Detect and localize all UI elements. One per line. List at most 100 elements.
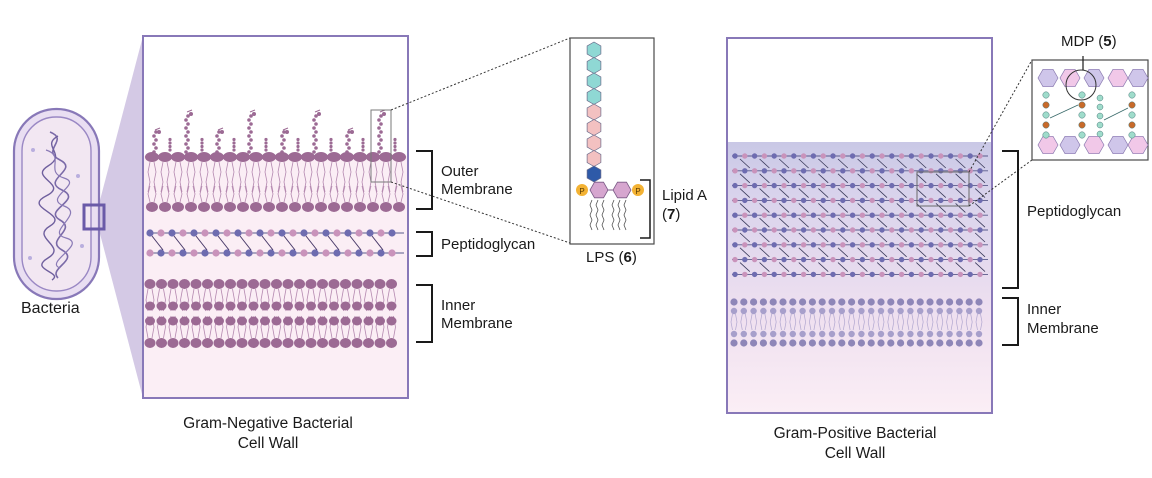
glycan-unit [840,256,846,263]
glycan-unit [732,197,738,204]
peptide-crosslink [371,235,384,251]
peptide-crosslink [837,188,849,198]
lipid-head [906,298,915,306]
glycan-unit [146,249,154,257]
glycan-unit [908,153,915,159]
lps-dot [317,112,321,116]
lipid-head [946,330,953,338]
lipid-head [363,316,374,326]
glycan-unit [201,249,209,257]
lps-dot [184,118,188,122]
lps-dot [285,130,289,134]
glycan-unit [977,242,983,248]
peptide-crosslink [739,262,751,272]
mdp-structure [1037,68,1149,155]
lps-dot [247,118,251,122]
peptide-crosslink [876,158,888,169]
lipid-head [965,298,973,306]
glycan-unit [771,256,777,263]
glycan-unit [898,212,905,218]
lipid-head [341,202,353,212]
lipid-head [906,339,915,347]
lipid-tail [166,185,170,203]
glycan-unit [967,197,973,204]
peptide-crosslink [857,203,868,213]
glycan-unit [947,212,954,218]
lipid-head [769,298,777,306]
peptide-residue [1042,121,1050,129]
peptide-crosslink [916,232,927,243]
lipid-tail [205,161,209,193]
peptide-crosslink [896,158,907,169]
lipid-head [789,307,796,315]
glycan-unit [388,249,396,257]
peptide-crosslink [876,203,888,213]
glycan-unit [849,182,856,189]
sugar-unit [586,41,602,59]
glycan-unit [179,249,187,257]
glycan-unit [889,256,895,263]
lipid-head [966,330,973,338]
acyl-chain [595,199,599,231]
crossbridge [1049,104,1079,119]
peptide-crosslink [955,188,966,198]
lipid-head [214,301,224,311]
glycan-unit [751,153,758,159]
glycan-unit [840,182,846,189]
lipid-head [926,307,934,315]
glycan-unit [781,242,787,248]
lps-dot [232,137,236,142]
glycan-unit [967,256,973,263]
lipid-head [916,339,924,347]
glycan-unit [977,153,983,159]
glycan-unit [928,168,934,174]
peptide-crosslink [818,188,829,198]
glycan-unit [820,153,826,159]
lps-dot [186,114,190,118]
peptide-crosslink [778,173,790,184]
glycan-unit [791,182,797,189]
lipid-head [328,338,340,348]
peptide-crosslink [837,247,849,258]
lipid-head [956,330,963,338]
lipid-head [363,279,374,289]
lipid-head [179,301,190,311]
glycan-unit [751,182,758,189]
glycan-unit [830,271,836,278]
lipid-head [779,339,787,347]
lipid-tail [355,161,359,193]
lps-dot [377,134,381,138]
lipid-head [730,339,738,347]
peptide-crosslink [305,235,318,251]
lipid-tail [813,313,816,331]
lipid-head [340,301,351,311]
lipid-tail [387,161,391,193]
peptide-crosslink [837,173,849,184]
lps-dot [184,134,188,138]
glycan-unit [977,227,983,233]
peptide-residue [1042,131,1050,139]
lps-dot [296,148,300,152]
peptide-crosslink [837,203,849,213]
glycan-unit [810,212,817,218]
lps-dot [264,144,268,149]
lipid-head [936,298,944,306]
peptide-crosslink [876,173,888,184]
lipid-head [340,279,351,289]
lps-dot [312,142,316,146]
mdp-sugar [1037,68,1059,88]
glycan-unit [781,197,787,204]
peptidoglycan-layer [146,229,404,257]
lipid-head [858,330,865,338]
lipid-head [975,330,983,338]
glycan-unit [355,229,363,237]
peptide-crosslink [857,247,868,258]
glycan-unit [928,256,934,263]
peptide-crosslink [818,158,829,169]
lipid-head [887,339,895,347]
glycan-unit [918,197,924,204]
peptide-crosslink [818,203,829,213]
lipid-head [838,298,846,306]
lipid-head [955,339,964,347]
lipid-head [386,301,397,311]
